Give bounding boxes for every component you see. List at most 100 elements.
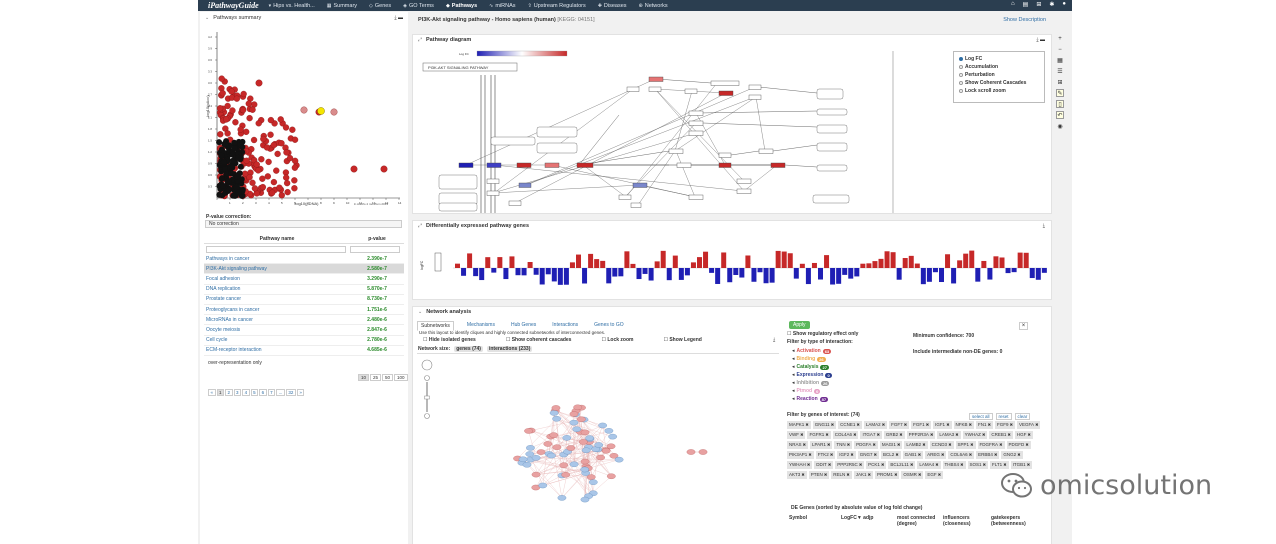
bar-up[interactable] bbox=[509, 256, 515, 268]
scatter-point-outlier[interactable] bbox=[300, 106, 308, 114]
gene-chip[interactable]: LAMA2 bbox=[863, 421, 888, 430]
bar-up[interactable] bbox=[884, 251, 890, 268]
gene-chip[interactable]: LAMB2 bbox=[904, 440, 928, 450]
network-node[interactable] bbox=[698, 449, 708, 455]
bar-down[interactable] bbox=[678, 268, 684, 280]
network-node[interactable] bbox=[601, 448, 611, 454]
pvalue-correction-select[interactable]: No correction bbox=[205, 220, 402, 228]
gene-chip[interactable]: PPP2R3A bbox=[906, 430, 936, 440]
gene-chip[interactable]: SPP1 bbox=[955, 440, 976, 450]
scatter-point-red[interactable] bbox=[232, 119, 239, 126]
bar-down[interactable] bbox=[727, 268, 733, 283]
bar-down[interactable] bbox=[896, 268, 902, 280]
apply-button[interactable]: Apply bbox=[789, 321, 810, 329]
network-control[interactable]: ☐ Show Legend bbox=[663, 337, 702, 343]
scatter-point-black[interactable] bbox=[225, 178, 232, 185]
bar-up[interactable] bbox=[467, 253, 473, 268]
gene-node[interactable] bbox=[518, 182, 532, 188]
gene-chip[interactable]: PTEN bbox=[808, 470, 830, 480]
bar-down[interactable] bbox=[1035, 268, 1041, 280]
bar-up[interactable] bbox=[576, 254, 581, 268]
scatter-point-black[interactable] bbox=[226, 186, 233, 193]
gene-chip[interactable]: COL6A6 bbox=[948, 450, 975, 460]
collapse-icon[interactable]: ⌄ bbox=[205, 14, 210, 21]
bar-up[interactable] bbox=[908, 255, 914, 268]
gene-node[interactable] bbox=[684, 88, 698, 94]
network-node[interactable] bbox=[522, 462, 532, 468]
gene-chip[interactable]: VWF bbox=[787, 430, 806, 440]
bar-up[interactable] bbox=[455, 263, 460, 268]
network-node[interactable] bbox=[594, 442, 604, 448]
pathway-link-box[interactable] bbox=[536, 126, 578, 138]
bar-down[interactable] bbox=[805, 268, 811, 285]
scatter-point-red[interactable] bbox=[263, 144, 271, 151]
bar-down[interactable] bbox=[479, 268, 485, 281]
gene-chip[interactable]: RELN bbox=[831, 470, 852, 480]
scatter-point-red[interactable] bbox=[237, 126, 244, 133]
table-icon[interactable]: ▦ bbox=[1057, 58, 1063, 64]
network-download-icon[interactable]: ⤓ bbox=[773, 337, 776, 343]
pathway-name-cell[interactable]: Focal adhesion bbox=[206, 275, 240, 282]
gene-chip[interactable]: GAB1 bbox=[902, 450, 924, 460]
network-node[interactable] bbox=[596, 454, 605, 461]
bar-up[interactable] bbox=[993, 256, 999, 268]
gene-chip[interactable]: AKT3 bbox=[787, 470, 807, 480]
bar-up[interactable] bbox=[654, 261, 660, 268]
gene-node[interactable] bbox=[632, 182, 648, 188]
col-pvalue[interactable]: p-value bbox=[368, 235, 386, 242]
bar-down[interactable] bbox=[757, 268, 763, 273]
gene-node[interactable] bbox=[770, 162, 786, 168]
scatter-point-black[interactable] bbox=[218, 152, 225, 159]
page-link[interactable]: 6 bbox=[259, 389, 267, 396]
de-genes-download-icon[interactable]: ⤓ bbox=[1042, 223, 1045, 229]
gene-chip[interactable]: MAPK1 bbox=[787, 421, 811, 430]
gene-node[interactable] bbox=[748, 94, 762, 100]
network-node[interactable] bbox=[525, 451, 535, 457]
pencil-icon[interactable]: ✎ bbox=[1056, 89, 1064, 97]
scatter-point-red[interactable] bbox=[259, 183, 266, 191]
bar-down[interactable] bbox=[769, 268, 775, 283]
gene-node[interactable] bbox=[736, 178, 752, 184]
pathway-name-filter[interactable] bbox=[206, 245, 346, 253]
expand-icon[interactable]: ⤢ bbox=[418, 223, 423, 229]
network-node[interactable] bbox=[598, 422, 607, 429]
gene-chip[interactable]: COL4A6 bbox=[832, 430, 859, 440]
scatter-point-red[interactable] bbox=[243, 128, 250, 135]
bar-down[interactable] bbox=[739, 268, 745, 278]
scatter-point-black[interactable] bbox=[222, 141, 229, 148]
diagram-option[interactable]: Log FC bbox=[959, 56, 1039, 62]
network-node[interactable] bbox=[569, 461, 579, 468]
bar-down[interactable] bbox=[636, 268, 642, 280]
bar-down[interactable] bbox=[854, 268, 860, 277]
gene-chip[interactable]: GRB2 bbox=[883, 430, 905, 440]
bar-down[interactable] bbox=[666, 268, 672, 281]
scatter-point-red[interactable] bbox=[282, 124, 290, 131]
scatter-point-red[interactable] bbox=[218, 75, 225, 82]
scatter-point-red[interactable] bbox=[291, 136, 299, 143]
gene-node[interactable] bbox=[718, 152, 732, 158]
bar-down[interactable] bbox=[648, 268, 654, 281]
gene-node[interactable] bbox=[630, 202, 642, 208]
bar-down[interactable] bbox=[1029, 268, 1035, 279]
page-link[interactable]: « bbox=[208, 389, 216, 396]
de-col-1[interactable]: LogFC▼ adjp bbox=[841, 515, 874, 521]
scatter-point-black[interactable] bbox=[234, 173, 241, 180]
tab-0[interactable]: Subnetworks bbox=[417, 321, 454, 331]
pathway-name-cell[interactable]: Pathways in cancer bbox=[206, 255, 250, 262]
gene-chip[interactable]: MAGI1 bbox=[879, 440, 903, 450]
bar-down[interactable] bbox=[545, 268, 551, 275]
bar-down[interactable] bbox=[582, 268, 588, 284]
bar-up[interactable] bbox=[703, 251, 709, 268]
scatter-point-black[interactable] bbox=[233, 184, 240, 191]
network-node[interactable] bbox=[573, 404, 583, 411]
bar-down[interactable] bbox=[848, 268, 854, 279]
network-control[interactable]: ☐ Lock zoom bbox=[601, 337, 634, 343]
show-description-link[interactable]: Show Description bbox=[1003, 17, 1046, 23]
page-size-option[interactable]: 100 bbox=[394, 374, 408, 381]
network-node[interactable] bbox=[572, 426, 582, 432]
app-brand[interactable]: iPathwayGuide bbox=[208, 1, 259, 10]
gene-chip[interactable]: FGF9 bbox=[995, 421, 1015, 430]
